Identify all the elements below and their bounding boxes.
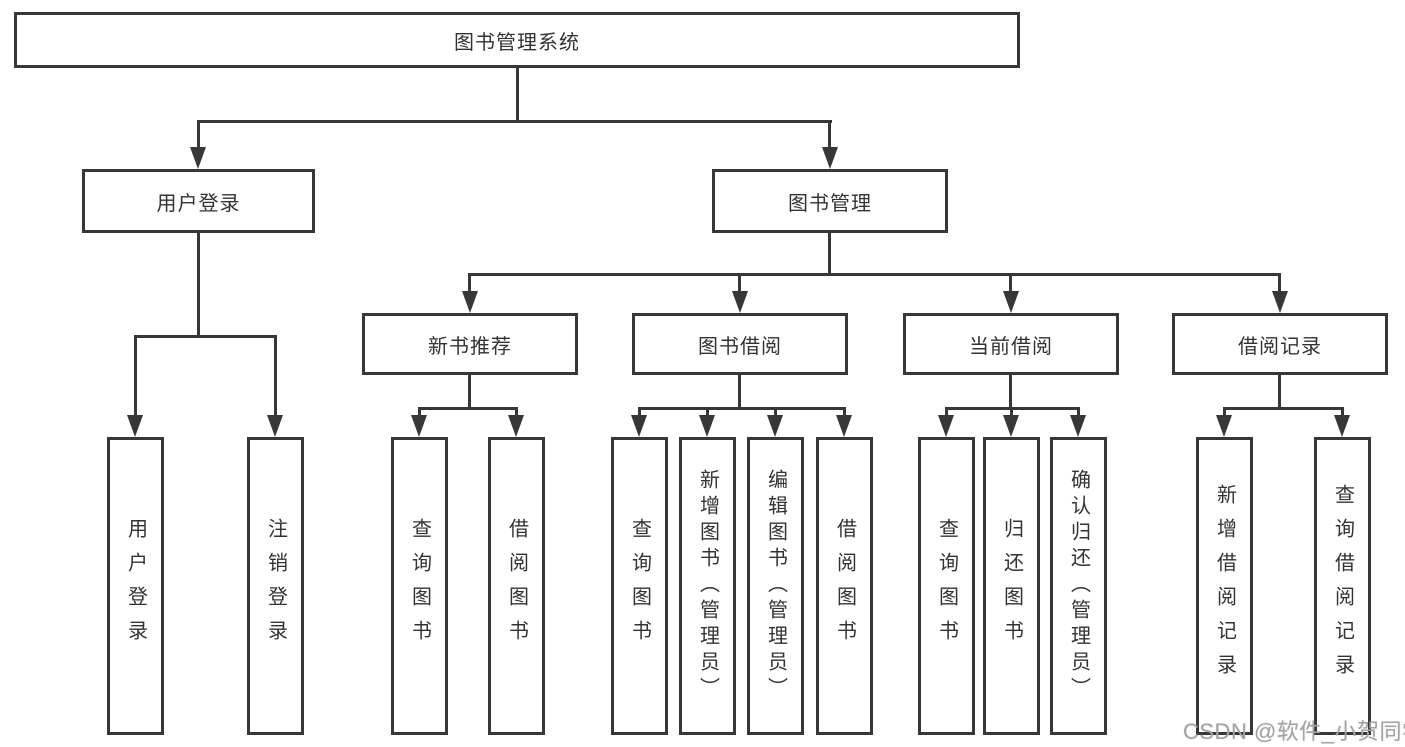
leaf-label: 新增借阅记录 bbox=[1213, 484, 1236, 688]
arrowhead bbox=[127, 415, 143, 437]
connector-line bbox=[134, 335, 277, 338]
leaf-confirm-return-admin: 确认归还（管理员） bbox=[1050, 437, 1107, 735]
leaf-label: 查询图书 bbox=[408, 518, 431, 654]
connector-line bbox=[738, 375, 741, 407]
node-library-system: 图书管理系统 bbox=[14, 12, 1020, 68]
leaf-label: 归还图书 bbox=[1000, 518, 1023, 654]
connector-line bbox=[1009, 375, 1012, 407]
leaf-add-books-admin: 新增图书（管理员） bbox=[679, 437, 736, 735]
arrowhead bbox=[836, 415, 852, 437]
leaf-borrow-books-recommend: 借阅图书 bbox=[488, 437, 545, 735]
leaf-query-borrow-record: 查询借阅记录 bbox=[1314, 437, 1371, 735]
connector-line bbox=[638, 407, 846, 410]
leaf-query-books-current: 查询图书 bbox=[918, 437, 975, 735]
connector-line bbox=[1223, 407, 1344, 410]
connector-line bbox=[1009, 273, 1012, 293]
connector-line bbox=[828, 233, 831, 273]
arrowhead bbox=[1272, 291, 1288, 313]
connector-line bbox=[843, 407, 846, 417]
leaf-label: 注销登录 bbox=[264, 518, 287, 654]
leaf-query-books-borrowing: 查询图书 bbox=[611, 437, 668, 735]
arrowhead bbox=[1003, 291, 1019, 313]
leaf-user-login: 用户登录 bbox=[107, 437, 164, 735]
connector-line bbox=[418, 407, 518, 410]
connector-line bbox=[516, 68, 519, 120]
leaf-label: 确认归还（管理员） bbox=[1067, 469, 1090, 703]
leaf-label: 新增图书（管理员） bbox=[696, 469, 719, 703]
arrowhead bbox=[767, 415, 783, 437]
leaf-add-borrow-record: 新增借阅记录 bbox=[1196, 437, 1253, 735]
leaf-borrow-books-borrowing: 借阅图书 bbox=[816, 437, 873, 735]
connector-line bbox=[706, 407, 709, 417]
leaf-label: 用户登录 bbox=[124, 518, 147, 654]
connector-line bbox=[468, 375, 471, 407]
connector-line bbox=[774, 407, 777, 417]
leaf-edit-books-admin: 编辑图书（管理员） bbox=[747, 437, 804, 735]
node-user-login: 用户登录 bbox=[82, 169, 315, 233]
node-borrow-records: 借阅记录 bbox=[1172, 313, 1388, 375]
connector-line bbox=[274, 335, 277, 417]
connector-line bbox=[1077, 407, 1080, 417]
leaf-label: 借阅图书 bbox=[833, 518, 856, 654]
leaf-label: 查询借阅记录 bbox=[1331, 484, 1354, 688]
connector-line bbox=[468, 273, 1281, 276]
leaf-label: 借阅图书 bbox=[505, 518, 528, 654]
connector-line bbox=[134, 335, 137, 417]
node-current-borrowing: 当前借阅 bbox=[903, 313, 1119, 375]
node-new-book-recommend: 新书推荐 bbox=[362, 313, 578, 375]
node-book-borrowing: 图书借阅 bbox=[632, 313, 848, 375]
connector-line bbox=[1341, 407, 1344, 417]
arrowhead bbox=[1216, 415, 1232, 437]
connector-line bbox=[197, 233, 200, 335]
arrowhead bbox=[822, 147, 838, 169]
arrowhead bbox=[1334, 415, 1350, 437]
connector-line bbox=[945, 407, 948, 417]
connector-line bbox=[197, 120, 200, 149]
connector-line bbox=[468, 273, 471, 293]
leaf-label: 查询图书 bbox=[935, 518, 958, 654]
connector-line bbox=[1223, 407, 1226, 417]
connector-line bbox=[828, 120, 831, 149]
arrowhead bbox=[462, 291, 478, 313]
connector-line bbox=[638, 407, 641, 417]
arrowhead bbox=[508, 415, 524, 437]
arrowhead bbox=[190, 147, 206, 169]
connector-line bbox=[1010, 407, 1013, 417]
arrowhead bbox=[1070, 415, 1086, 437]
connector-line bbox=[738, 273, 741, 293]
arrowhead bbox=[1003, 415, 1019, 437]
csdn-watermark: CSDN @软件_小贺同学 bbox=[1183, 719, 1405, 744]
leaf-logout: 注销登录 bbox=[247, 437, 304, 735]
connector-line bbox=[515, 407, 518, 417]
leaf-return-books: 归还图书 bbox=[983, 437, 1040, 735]
arrowhead bbox=[732, 291, 748, 313]
connector-line bbox=[418, 407, 421, 417]
arrowhead bbox=[267, 415, 283, 437]
connector-line bbox=[1278, 375, 1281, 407]
leaf-label: 查询图书 bbox=[628, 518, 651, 654]
leaf-query-books-recommend: 查询图书 bbox=[391, 437, 448, 735]
leaf-label: 编辑图书（管理员） bbox=[764, 469, 787, 703]
arrowhead bbox=[631, 415, 647, 437]
arrowhead bbox=[411, 415, 427, 437]
arrowhead bbox=[938, 415, 954, 437]
connector-line bbox=[1278, 273, 1281, 293]
connector-line bbox=[197, 120, 832, 123]
node-book-management: 图书管理 bbox=[712, 169, 948, 233]
arrowhead bbox=[699, 415, 715, 437]
